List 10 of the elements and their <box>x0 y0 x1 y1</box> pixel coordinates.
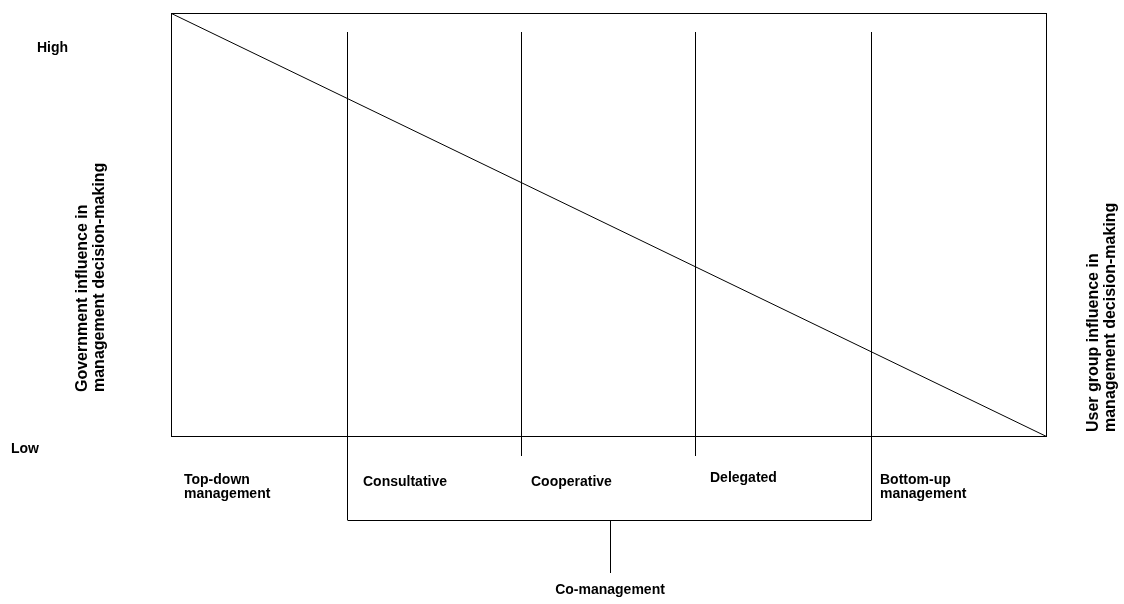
axis-title: Government influence in management decision-making <box>73 161 107 392</box>
axis-label: Low <box>11 441 39 455</box>
axis-title: User group influence in management decision-making <box>1084 201 1118 432</box>
category-label: Cooperative <box>531 474 612 488</box>
group-label: Co-management <box>555 582 665 596</box>
category-label: Bottom-up management <box>880 472 968 500</box>
axis-label: High <box>37 40 69 54</box>
category-label: Top-down management <box>184 472 272 500</box>
category-label: Delegated <box>710 470 777 484</box>
category-label: Consultative <box>363 474 447 488</box>
